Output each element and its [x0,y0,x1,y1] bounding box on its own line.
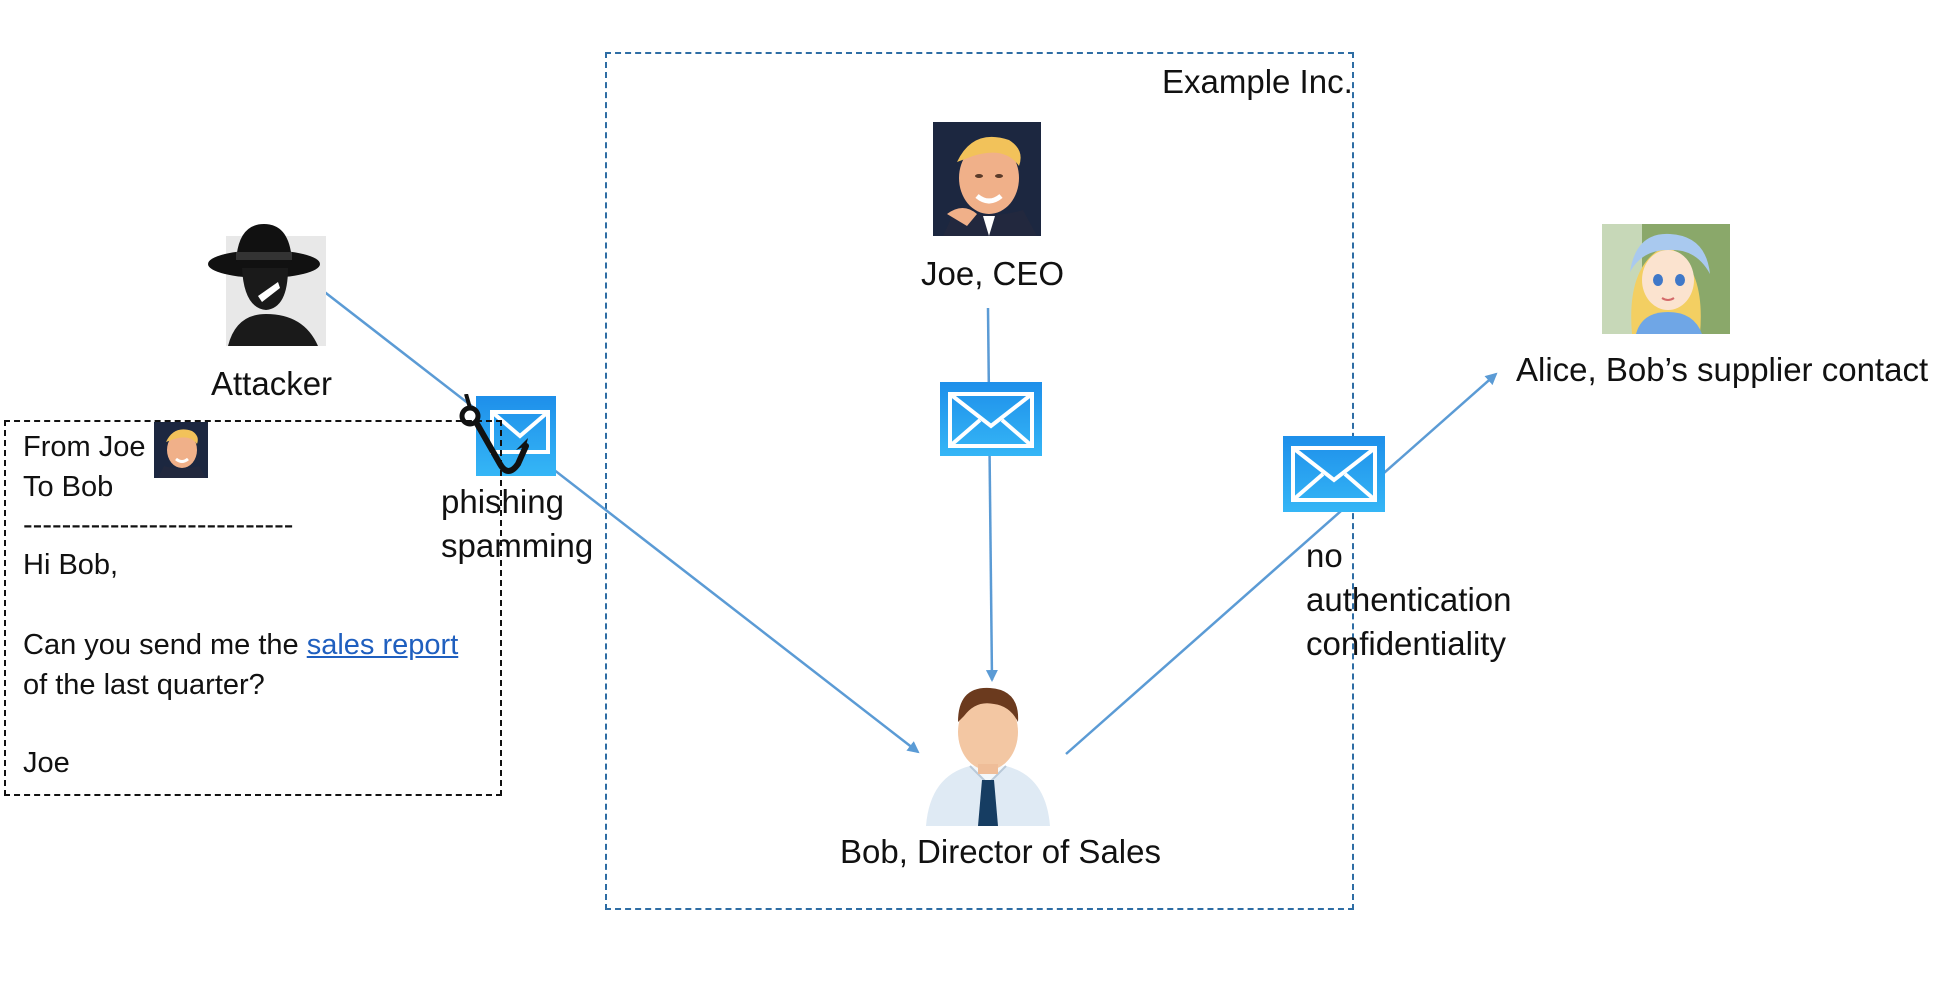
email-from: From Joe [23,431,146,463]
spamming-label: spamming [441,527,594,564]
email-body-prefix: Can you send me the [23,629,307,661]
attacker-label: Attacker [211,365,333,402]
attacker-to-bob-arrow [321,289,920,754]
envelope-icon [940,382,1042,456]
bob-avatar [920,680,1056,826]
attacker-avatar [208,222,326,346]
phishing-label: phishing [441,483,564,520]
joe-to-bob-arrow [985,307,998,682]
email-body-line1: Can you send me the sales report [23,629,459,662]
email-signature: Joe [23,747,70,779]
risk-label-no: no [1306,537,1343,574]
joe-label: Joe, CEO [921,255,1065,292]
email-separator: ---------------------------- [23,509,294,541]
alice-label: Alice, Bob’s supplier contact [1516,351,1929,388]
spoofed-email-card: From Joe To Bob ------------------------… [4,420,502,796]
bob-label: Bob, Director of Sales [840,833,1161,870]
email-body-line2: of the last quarter? [23,669,265,701]
risk-label-confidentiality: confidentiality [1306,625,1506,662]
joe-avatar [933,122,1041,236]
alice-avatar [1602,224,1730,334]
email-sender-avatar [154,422,208,478]
email-greeting: Hi Bob, [23,549,119,581]
risk-label-authentication: authentication [1306,581,1512,618]
outbound-envelope-icon [1283,436,1385,512]
bob-to-alice-arrow [1065,372,1498,755]
company-name: Example Inc. [1162,63,1353,100]
email-to: To Bob [23,471,114,503]
sales-report-link[interactable]: sales report [306,629,459,661]
